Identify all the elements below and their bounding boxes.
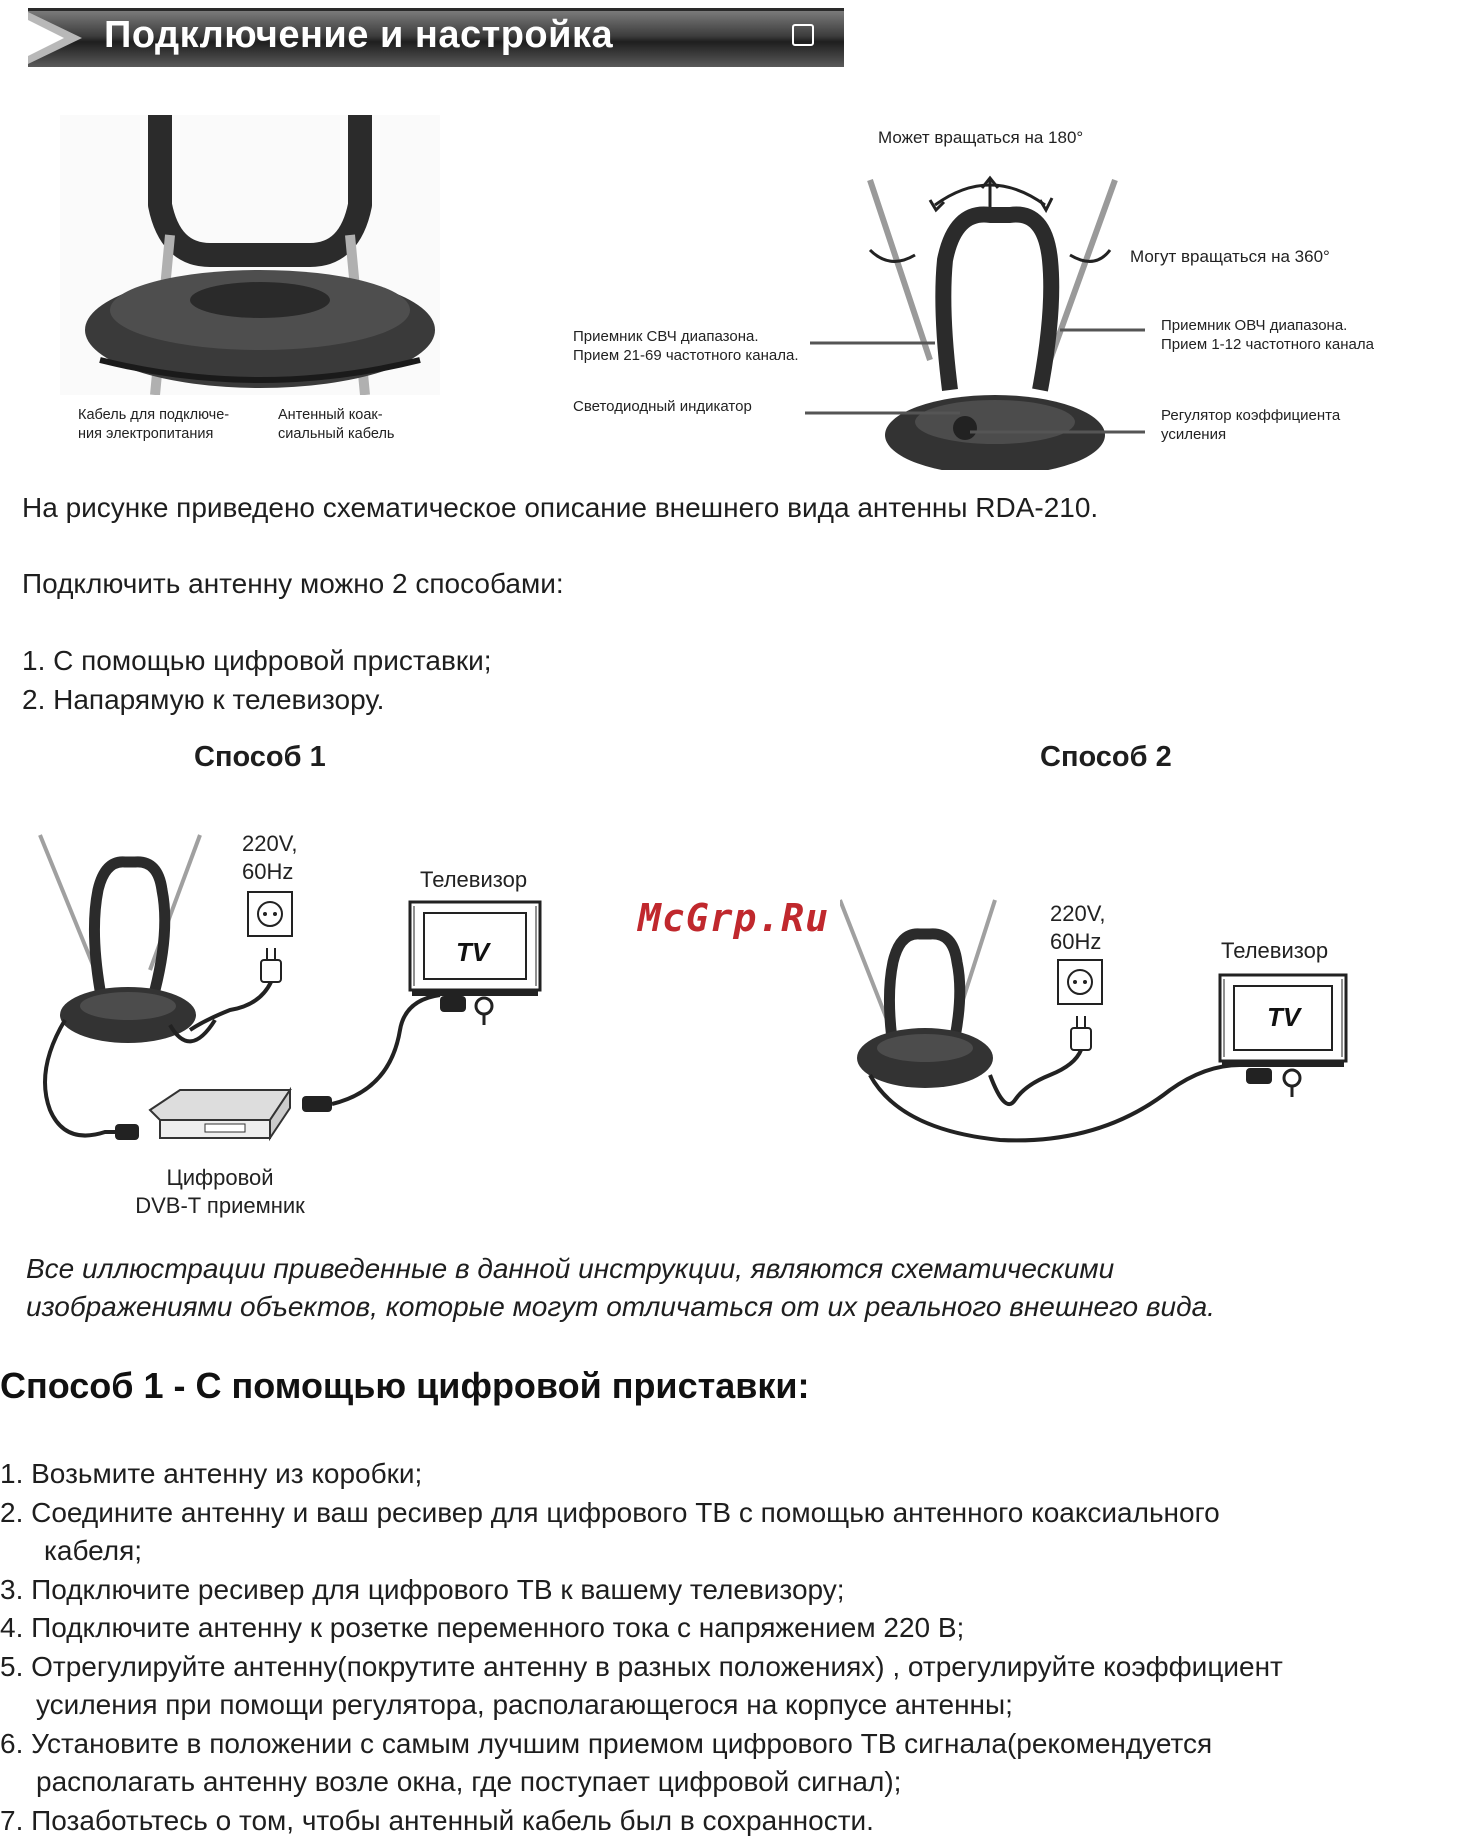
page-title: Подключение и настройка <box>104 14 614 56</box>
rotate-360-label: Могут вращаться на 360° <box>1130 247 1330 266</box>
list-item: 2. Соедините антенну и ваш ресивер для ц… <box>0 1496 1220 1528</box>
ways-intro: Подключить антенну можно 2 способами: <box>22 568 564 599</box>
receiver-label: Цифровой DVB-T приемник <box>135 1165 305 1218</box>
coax-cable-label: Антенный коак- сиальный кабель <box>278 407 395 442</box>
tv-screen-label-2: TV <box>1267 1002 1301 1032</box>
rotate-180-label: Может вращаться на 180° <box>878 128 1084 147</box>
list-item: 3. Подключите ресивер для цифрового ТВ к… <box>0 1573 845 1605</box>
watermark: McGrp.Ru <box>638 896 830 940</box>
list-item: усиления при помощи регулятора, располаг… <box>36 1689 1013 1720</box>
list-item: кабеля; <box>44 1535 143 1566</box>
antenna-photo <box>60 115 440 395</box>
method1-power-label: 220V, 60Hz <box>242 831 298 884</box>
section-title: Способ 1 - С помощью цифровой приставки: <box>0 1365 810 1406</box>
list-item: 4. Подключите антенну к розетке переменн… <box>0 1612 965 1643</box>
way-1: 1. С помощью цифровой приставки; <box>22 645 492 676</box>
method1-title: Способ 1 <box>194 741 326 773</box>
method2-title: Способ 2 <box>1040 741 1172 773</box>
uhf-label: Приемник СВЧ диапазона. Прием 21-69 част… <box>573 328 799 364</box>
list-item: 1. Возьмите антенну из коробки; <box>0 1458 423 1489</box>
method2-tv-label: Телевизор <box>1221 938 1329 963</box>
method1-tv-label: Телевизор <box>420 867 528 892</box>
list-item: 6. Установите в положении с самым лучшим… <box>0 1727 1213 1759</box>
list-item: 5. Отрегулируйте антенну(покрутите антен… <box>0 1650 1283 1682</box>
led-label: Светодиодный индикатор <box>573 398 752 415</box>
way-2: 2. Напарямую к телевизору. <box>22 684 385 715</box>
checkbox-icon <box>792 24 814 46</box>
method2-diagram <box>840 899 1348 1143</box>
header-banner <box>28 8 844 67</box>
method1-diagram <box>38 834 542 1142</box>
tv-screen-label-1: TV <box>456 937 490 967</box>
list-item: 7. Позаботьтесь о том, чтобы антенный ка… <box>0 1804 874 1836</box>
list-item: располагать антенну возле окна, где пост… <box>36 1766 902 1797</box>
power-cable-label: Кабель для подключе- ния электропитания <box>78 407 230 442</box>
illustration-note: Все иллюстрации приведенные в данной инс… <box>26 1253 1215 1322</box>
intro-description: На рисунке приведено схематическое описа… <box>22 492 1099 523</box>
steps-list: 1. Возьмите антенну из коробки; 2. Соеди… <box>0 1455 1467 1840</box>
gain-label: Регулятор коэффициента усиления <box>1161 407 1341 443</box>
arrow-inner-icon <box>28 20 64 56</box>
method2-power-label: 220V, 60Hz <box>1050 901 1106 954</box>
antenna-diagram <box>805 175 1145 470</box>
vhf-label: Приемник ОВЧ диапазона. Прием 1-12 часто… <box>1161 317 1374 353</box>
